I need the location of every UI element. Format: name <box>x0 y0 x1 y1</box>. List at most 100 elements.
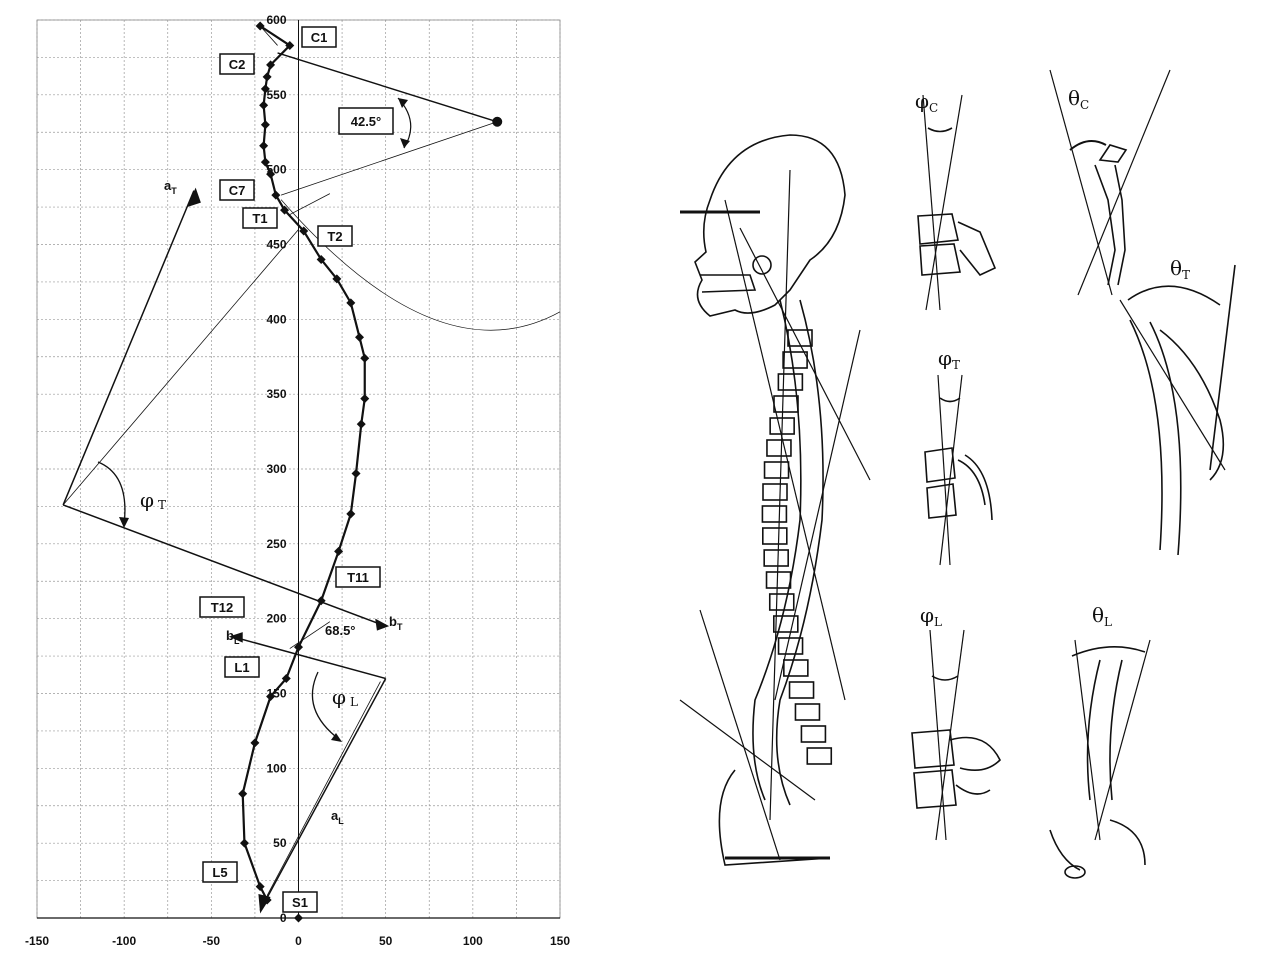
label-c2: C2 <box>229 57 246 72</box>
vertebra-block <box>787 329 813 347</box>
label-s1: S1 <box>292 895 308 910</box>
x-tick-label: 100 <box>463 934 483 948</box>
vertebra-block <box>782 351 808 369</box>
spine-column-drawing <box>718 299 831 866</box>
vector-bt <box>62 504 386 627</box>
y-tick-label: 550 <box>266 88 286 102</box>
x-tick-label: -100 <box>112 934 136 948</box>
y-tick-label: 600 <box>266 13 286 27</box>
vertebra-block <box>794 703 821 721</box>
vertebra-point <box>266 60 276 70</box>
vertebra-point <box>355 332 365 342</box>
label-box-c1 <box>301 26 337 48</box>
vertebra-block <box>783 659 809 677</box>
vertebra-point <box>294 913 303 923</box>
vertebra-point <box>260 157 270 167</box>
vertebra-point <box>351 468 361 478</box>
vertebra-point <box>285 40 295 50</box>
cervical-chord-c2 <box>277 52 498 123</box>
y-tick-label: 350 <box>266 387 286 401</box>
cervical-detail <box>917 94 997 311</box>
skull-drawing <box>680 134 846 317</box>
vertebra-block <box>761 505 788 523</box>
x-tick-label: -50 <box>203 934 221 948</box>
label-box-l5 <box>202 861 238 883</box>
vertebra-point <box>360 394 370 404</box>
angle-label-42: 42.5° <box>351 114 382 129</box>
label-t12: T12 <box>211 600 233 615</box>
y-tick-label: 0 <box>280 911 287 925</box>
label-c1: C1 <box>311 30 328 45</box>
vertebra-point <box>332 274 342 284</box>
symbol-phi-t: φT <box>938 346 960 372</box>
y-tick-label: 450 <box>266 238 286 252</box>
vertebra-point <box>346 509 356 519</box>
vertebra-point <box>255 21 265 31</box>
vertebra-point <box>346 298 356 308</box>
vector-label-at: aT <box>164 178 177 196</box>
vertebra-block <box>773 395 799 413</box>
label-box-c7 <box>219 179 255 201</box>
label-c7: C7 <box>229 183 246 198</box>
spine-curve-line <box>241 25 366 901</box>
symbol-theta-l: θL <box>1092 603 1112 629</box>
label-box-l1 <box>224 656 260 678</box>
symbol-phi-c: φC <box>915 89 938 115</box>
vertebra-block <box>777 373 804 391</box>
label-box-s1 <box>282 891 318 913</box>
lumbar-curve-detail <box>1049 639 1151 879</box>
angle-label-68: 68.5° <box>325 623 356 638</box>
y-tick-label: 250 <box>266 537 286 551</box>
vertebra-block <box>777 637 804 655</box>
vector-al-parallel <box>266 681 381 896</box>
vertebra-point <box>266 691 276 701</box>
phi-arrow-t <box>119 517 129 528</box>
spine-illustration: φC θC φT θT φL θL <box>679 69 1236 879</box>
phi-arrow-l <box>331 733 342 742</box>
y-tick-label: 200 <box>266 612 286 626</box>
vertebra-point <box>294 642 303 652</box>
vertebra-block <box>806 747 833 765</box>
vertebra-point <box>281 674 291 684</box>
spine-curve <box>241 25 366 901</box>
vertebra-point <box>271 190 281 200</box>
cervical-curve-detail <box>1049 69 1171 296</box>
x-tick-label: 50 <box>379 934 393 948</box>
vertebra-block <box>769 417 795 435</box>
vertebra-point <box>360 353 370 363</box>
label-t2: T2 <box>327 229 342 244</box>
label-t1: T1 <box>252 211 267 226</box>
vector-bl <box>232 635 386 680</box>
x-tick-label: -150 <box>25 934 49 948</box>
cervical-chord-c7 <box>280 121 498 196</box>
y-tick-label: 50 <box>273 836 287 850</box>
y-tick-label: 400 <box>266 312 286 326</box>
vertebra-point <box>356 419 366 429</box>
thoracic-detail <box>924 374 993 566</box>
thoracic-radius-arc <box>280 199 561 331</box>
label-box-c2 <box>219 53 255 75</box>
vertebra-point <box>259 100 269 110</box>
arrowhead-bt <box>375 618 390 631</box>
label-t11: T11 <box>347 570 369 585</box>
label-box-t1 <box>242 207 278 229</box>
label-l1: L1 <box>234 660 249 675</box>
vertebra-point <box>259 141 269 151</box>
vertebra-point <box>260 120 270 130</box>
phi-arc-t <box>97 461 126 526</box>
vertebra-block <box>763 461 790 479</box>
vertebra-block <box>762 527 788 545</box>
vertebra-points <box>238 21 370 923</box>
vertebra-point <box>316 254 326 264</box>
vector-label-bt: bT <box>389 614 403 632</box>
lumbar-detail <box>911 629 1001 841</box>
vertebra-point <box>262 895 272 905</box>
x-tick-label: 0 <box>295 934 302 948</box>
vertebra-block <box>763 549 789 567</box>
angle-arrow-42a <box>398 98 408 108</box>
vertebra-point <box>239 838 249 848</box>
